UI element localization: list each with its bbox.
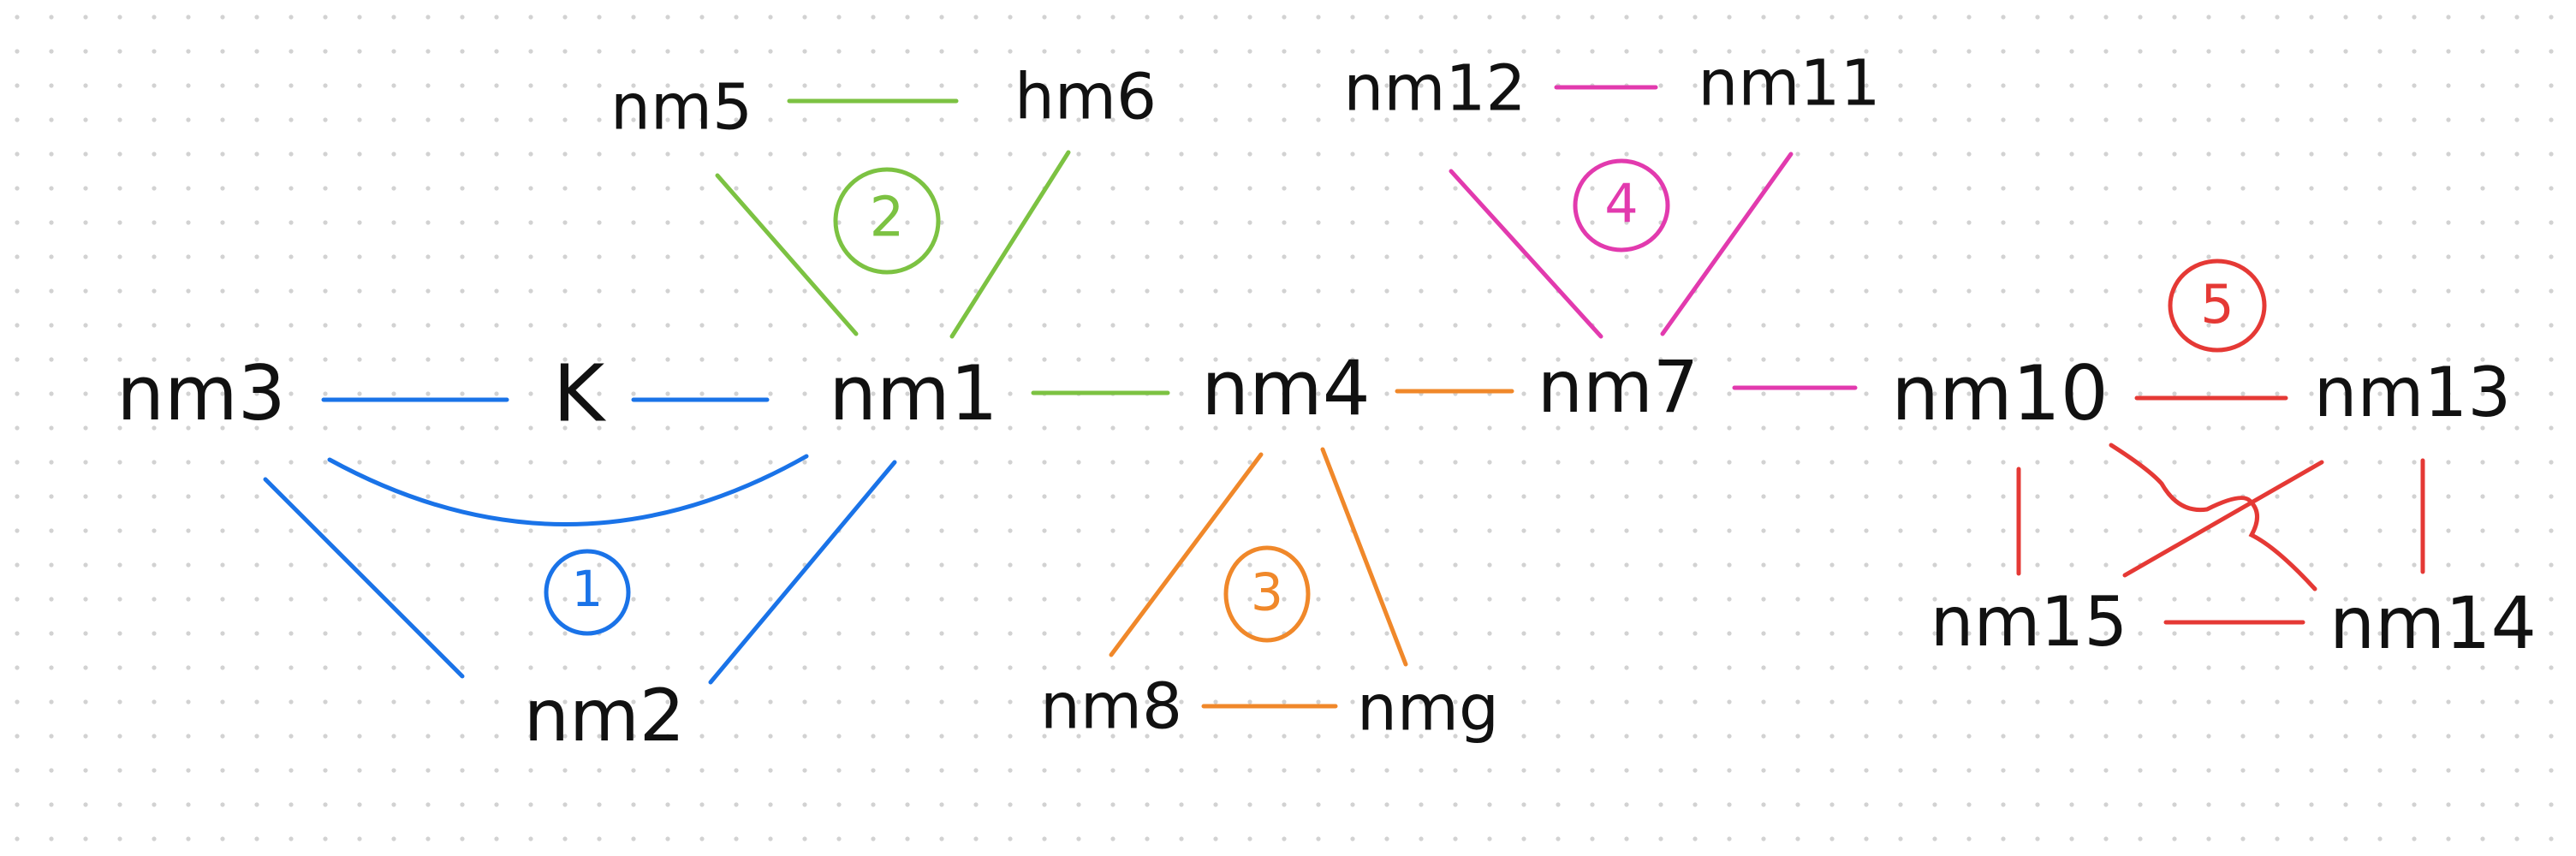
- node-nm3: nm3: [116, 349, 285, 437]
- node-nm4: nm4: [1201, 344, 1370, 432]
- node-nm7: nm7: [1538, 345, 1699, 429]
- group-2-label: 2: [870, 187, 905, 250]
- edge-nm10-nm14: [2109, 443, 2317, 591]
- node-nm13: nm13: [2314, 353, 2511, 432]
- group-2-marker: [833, 167, 941, 275]
- node-nm14: nm14: [2329, 581, 2537, 665]
- edge-nm13-nm15: [2122, 460, 2324, 578]
- node-nm12: nm12: [1343, 52, 1526, 126]
- group-1-label: 1: [572, 560, 604, 618]
- group-4-edges: [1449, 85, 1858, 390]
- group-5-marker: [2168, 259, 2267, 353]
- edge-nm5-nm1: [715, 173, 859, 336]
- edge-nm1-nm2: [708, 460, 897, 685]
- group-5-edges: [2016, 395, 2425, 625]
- edge-nm4-nm9: [1320, 447, 1408, 667]
- edge-nm11-nm7: [1660, 152, 1794, 336]
- group-1-edges: [263, 397, 897, 685]
- group-2-edges: [715, 98, 1170, 395]
- group-4-label: 4: [1604, 172, 1638, 235]
- node-nm9: nmg: [1357, 672, 1499, 746]
- group-4-marker: [1573, 158, 1670, 253]
- node-nm10: nm10: [1891, 349, 2108, 437]
- group-5-label: 5: [2200, 273, 2234, 336]
- node-nm2: nm2: [524, 674, 686, 758]
- group-1-marker: [544, 549, 631, 636]
- node-nm5: nm5: [610, 71, 753, 145]
- group-3-label: 3: [1251, 563, 1283, 623]
- edge-nm3-nm2: [263, 477, 465, 679]
- edge-nm12-nm7: [1449, 169, 1603, 339]
- edge-nm3-nm1-arc: [327, 454, 809, 526]
- node-k: K: [553, 348, 607, 439]
- node-nm1: nm1: [829, 349, 997, 437]
- node-nm6: hm6: [1014, 61, 1157, 134]
- group-3-edges: [1109, 389, 1514, 709]
- node-nm8: nm8: [1040, 670, 1182, 744]
- edge-nm4-nm8: [1109, 452, 1264, 657]
- group-3-marker: [1223, 545, 1311, 643]
- node-nm11: nm11: [1698, 47, 1880, 121]
- node-nm15: nm15: [1931, 582, 2127, 662]
- edge-nm6-nm1: [949, 150, 1071, 339]
